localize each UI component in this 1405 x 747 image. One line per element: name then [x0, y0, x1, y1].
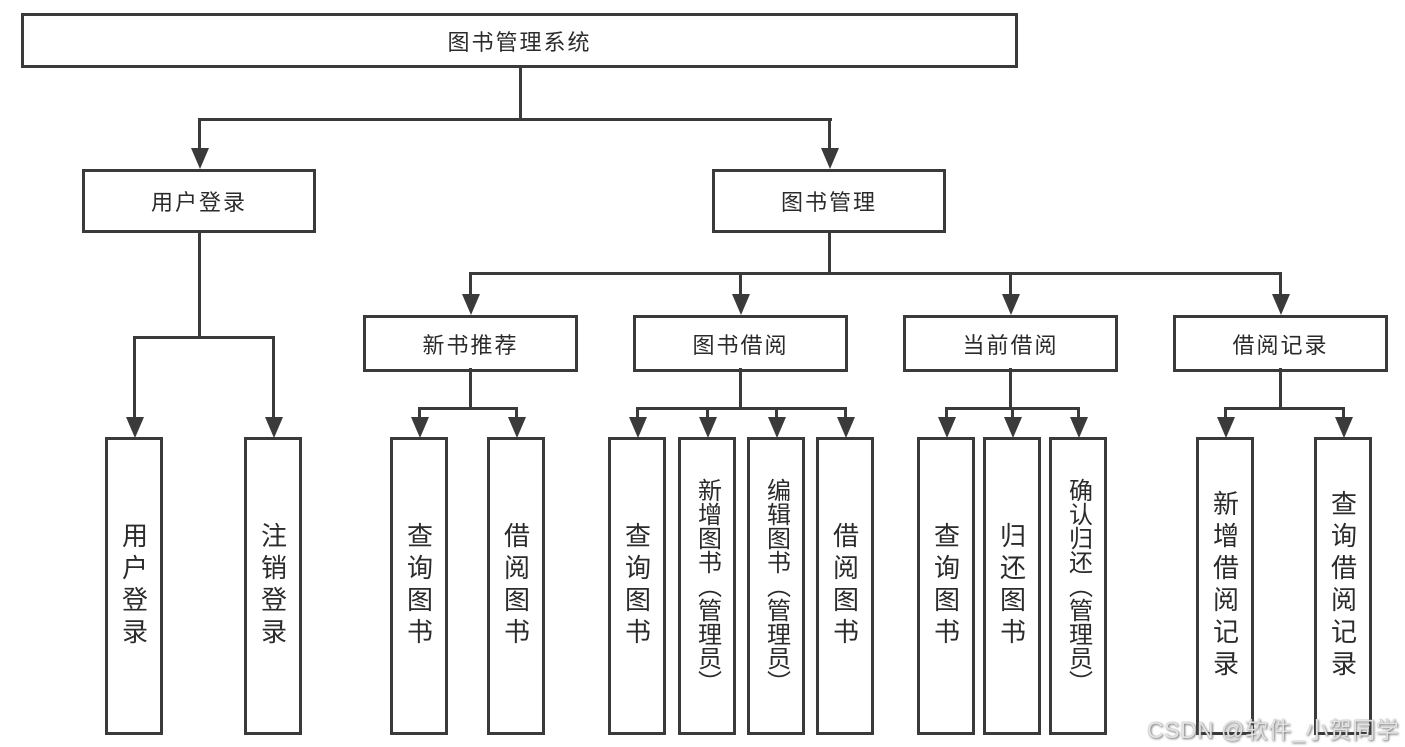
- arrow-down-icon: [191, 148, 209, 169]
- node-root-system: 图书管理系统: [21, 13, 1018, 68]
- arrow-down-icon: [1002, 294, 1020, 315]
- arrow-down-icon: [821, 148, 839, 169]
- arrow-down-icon: [629, 417, 647, 438]
- node-query-borrow-record: 查询借阅记录: [1314, 437, 1372, 735]
- connector-drop: [515, 407, 518, 421]
- node-user-login: 用户登录: [82, 169, 316, 233]
- connector-stem: [469, 368, 472, 410]
- connector-drop: [1009, 272, 1012, 297]
- arrow-down-icon: [411, 417, 429, 438]
- arrow-down-icon: [1070, 417, 1088, 438]
- node-new-book-recommend: 新书推荐: [363, 315, 578, 372]
- node-book-management: 图书管理: [712, 169, 946, 233]
- node-logout: 注销登录: [244, 437, 302, 735]
- connector-userlogin-stem: [198, 231, 201, 338]
- connector-drop: [418, 407, 421, 421]
- arrow-down-icon: [462, 294, 480, 315]
- connector-drop: [706, 407, 709, 421]
- arrow-down-icon: [1004, 417, 1022, 438]
- connector-bookmgmt-bar: [469, 272, 1282, 275]
- connector-drop: [272, 336, 275, 418]
- arrow-down-icon: [126, 417, 144, 438]
- connector-bookmgmt-stem: [828, 231, 831, 275]
- connector-drop: [1342, 407, 1345, 421]
- arrow-down-icon: [837, 417, 855, 438]
- arrow-down-icon: [508, 417, 526, 438]
- node-edit-books-admin: 编辑图书（管理员）: [747, 437, 805, 735]
- node-borrowing-records: 借阅记录: [1173, 315, 1388, 372]
- node-borrow-books: 借阅图书: [816, 437, 874, 735]
- connector-drop: [469, 272, 472, 297]
- connector-drop: [844, 407, 847, 421]
- arrow-down-icon: [768, 417, 786, 438]
- node-confirm-return-admin: 确认归还（管理员）: [1049, 437, 1107, 735]
- connector-drop: [945, 407, 948, 421]
- connector-drop: [1011, 407, 1014, 421]
- arrow-down-icon: [699, 417, 717, 438]
- node-return-books: 归还图书: [983, 437, 1041, 735]
- connector-drop: [828, 118, 831, 151]
- connector-bar: [1224, 407, 1345, 410]
- connector-root-stem: [519, 66, 522, 120]
- node-add-books-admin: 新增图书（管理员）: [678, 437, 736, 735]
- node-user-login-action: 用户登录: [105, 437, 163, 735]
- node-query-books: 查询图书: [917, 437, 975, 735]
- connector-drop: [1224, 407, 1227, 421]
- arrow-down-icon: [938, 417, 956, 438]
- node-query-books: 查询图书: [390, 437, 448, 735]
- connector-bar: [418, 407, 518, 410]
- node-borrow-books: 借阅图书: [487, 437, 545, 735]
- connector-drop: [1077, 407, 1080, 421]
- arrow-down-icon: [265, 417, 283, 438]
- connector-drop: [198, 118, 201, 151]
- node-add-borrow-record: 新增借阅记录: [1196, 437, 1254, 735]
- arrow-down-icon: [1217, 417, 1235, 438]
- node-book-borrowing: 图书借阅: [633, 315, 848, 372]
- connector-drop: [1279, 272, 1282, 297]
- connector-stem: [1279, 368, 1282, 410]
- connector-drop: [133, 336, 136, 418]
- connector-bar: [636, 407, 847, 410]
- connector-drop: [775, 407, 778, 421]
- connector-root-bar: [198, 118, 832, 121]
- arrow-down-icon: [732, 294, 750, 315]
- node-query-books: 查询图书: [608, 437, 666, 735]
- arrow-down-icon: [1335, 417, 1353, 438]
- arrow-down-icon: [1272, 294, 1290, 315]
- connector-stem: [1009, 368, 1012, 410]
- connector-stem: [739, 368, 742, 410]
- node-current-borrowing: 当前借阅: [903, 315, 1118, 372]
- connector-drop: [636, 407, 639, 421]
- connector-userlogin-bar: [133, 336, 275, 339]
- csdn-watermark: CSDN @软件_小贺同学: [1147, 717, 1400, 743]
- connector-drop: [739, 272, 742, 297]
